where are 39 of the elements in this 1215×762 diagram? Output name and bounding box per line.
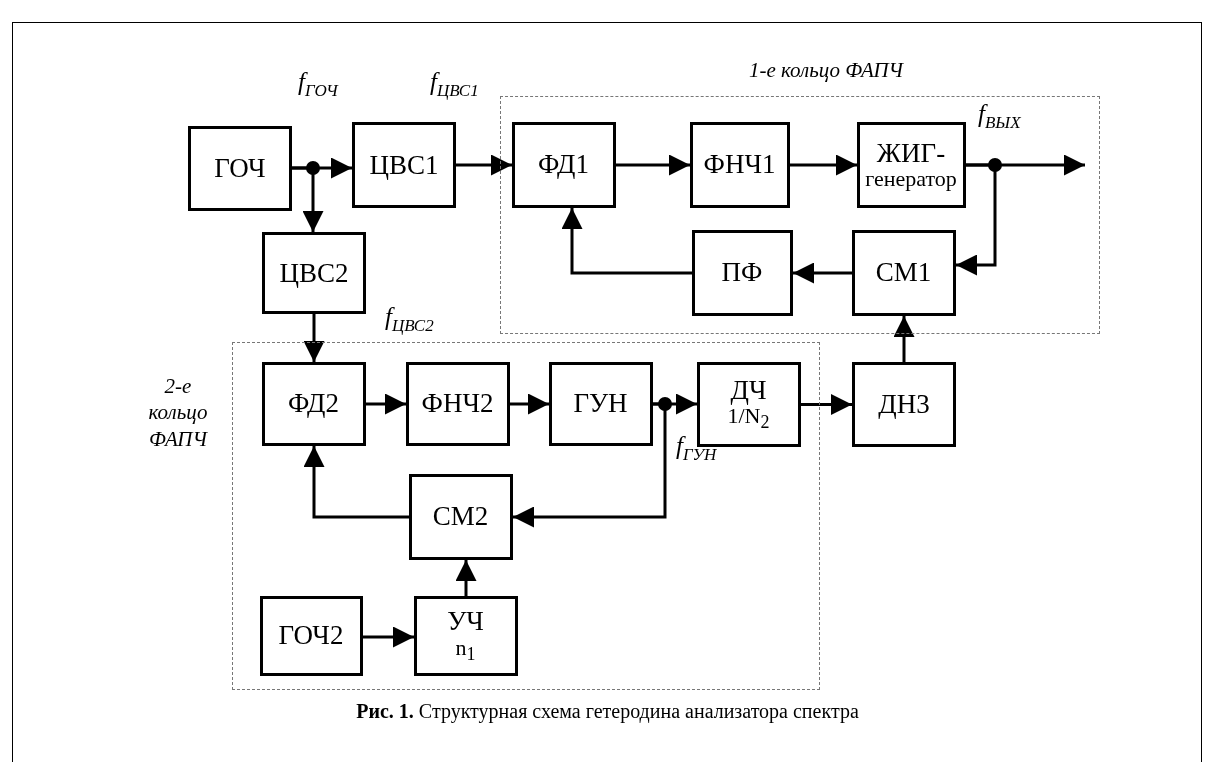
signal-arrow (513, 402, 667, 528)
figure-caption: Рис. 1. Структурная схема гетеродина анализатора спектра (355, 700, 860, 723)
block-box: ПФ (691, 229, 793, 316)
loop-heading: 2-е кольцо ФАПЧ (147, 373, 209, 452)
signal-arrow (561, 208, 692, 275)
block-box: ЦВС2 (262, 232, 366, 314)
block-box: УЧ n$_{1}$ (413, 595, 518, 676)
block-box: ФД1 (511, 121, 616, 208)
signal-label: f$_{ВЫХ}$ (978, 100, 1021, 133)
block-box: ДН3 (852, 362, 956, 447)
signal-arrow (303, 446, 409, 519)
block-box: ФД2 (261, 361, 366, 446)
block-box: ДЧ 1/N$_{2}$ (696, 361, 801, 447)
signal-label: f$_{ЦВС2}$ (385, 303, 434, 336)
signal-arrow (292, 166, 324, 232)
block-box: ФНЧ1 (689, 121, 790, 208)
loop-heading: 1-е кольцо ФАПЧ (747, 57, 905, 84)
signal-arrow (363, 626, 414, 648)
signal-arrow (303, 314, 325, 362)
signal-arrow (793, 262, 852, 284)
block-box: ГОЧ (188, 126, 292, 211)
signal-arrow (801, 394, 852, 415)
signal-arrow (956, 163, 997, 276)
signal-arrow (366, 393, 406, 415)
block-box: ЦВС1 (352, 122, 456, 208)
block-box: ФНЧ2 (405, 361, 510, 446)
signal-arrow (455, 560, 477, 596)
signal-arrow (790, 154, 857, 176)
signal-arrow (893, 316, 915, 362)
block-box: СМ1 (851, 229, 956, 316)
signal-arrow (510, 393, 549, 415)
signal-label: f$_{ЦВС1}$ (430, 68, 479, 101)
block-box: ГОЧ2 (259, 595, 363, 676)
block-box: СМ2 (408, 473, 513, 560)
signal-arrow (456, 154, 512, 176)
signal-label: f$_{ГОЧ}$ (298, 68, 338, 101)
signal-arrow (616, 154, 690, 176)
block-box: ГУН (548, 361, 653, 446)
block-box: ЖИГ- генератор (856, 121, 966, 208)
